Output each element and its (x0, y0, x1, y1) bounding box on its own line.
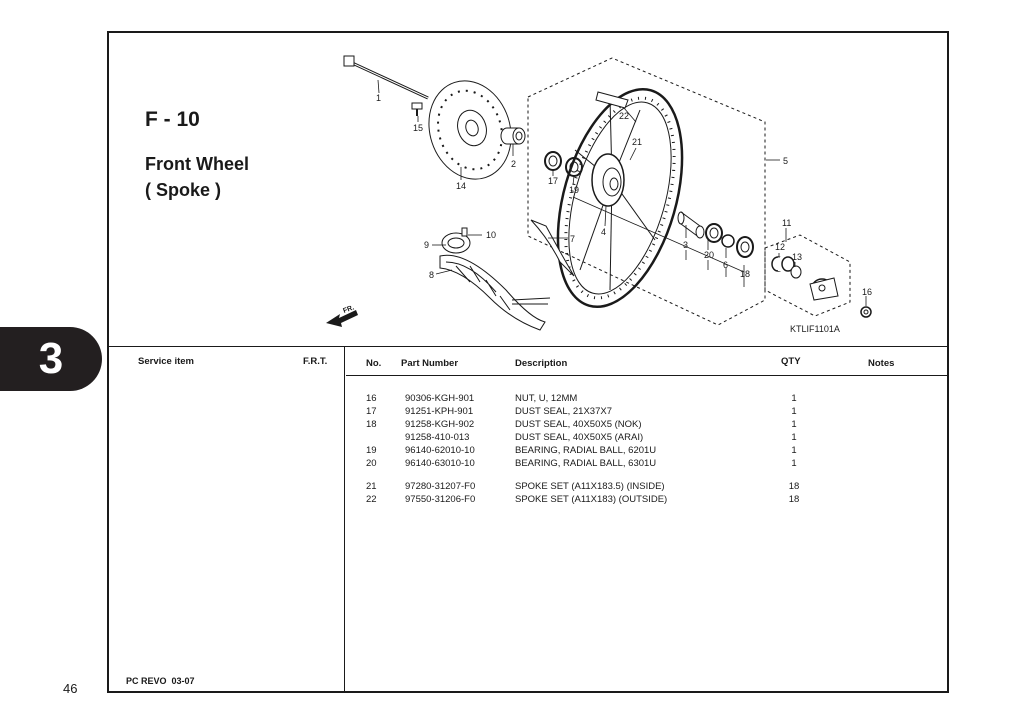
gearbox-shapes (771, 256, 839, 301)
callout-15: 15 (413, 123, 423, 133)
row-part-number: 91258-KGH-902 (405, 419, 475, 430)
callout-13: 13 (792, 252, 802, 262)
footer-model: PC REVO 03-07 (126, 676, 195, 686)
model-code: 03-07 (171, 676, 195, 686)
callout-11: 11 (782, 218, 791, 228)
gearbox-boundary (764, 234, 851, 317)
row-description: DUST SEAL, 40X50X5 (ARAI) (515, 432, 644, 443)
callout-10: 10 (486, 230, 496, 240)
row-part-number: 96140-62010-10 (405, 445, 475, 456)
callout-22: 22 (619, 111, 629, 121)
hub-shape (574, 91, 656, 291)
callout-17: 17 (548, 176, 558, 186)
row-no: 20 (366, 458, 377, 469)
row-part-number: 97280-31207-F0 (405, 481, 476, 492)
brake-disc-shape (428, 80, 512, 180)
row-description: NUT, U, 12MM (515, 393, 578, 404)
row-part-number: 91258-410-013 (405, 432, 470, 443)
diagram-table-divider (108, 346, 948, 347)
callout-21: 21 (632, 137, 642, 147)
figure-title: Front Wheel (145, 154, 249, 174)
header-frt: F.R.T. (303, 356, 328, 367)
model-name: PC REVO (126, 676, 167, 686)
tire-shape (439, 227, 551, 331)
figure-code: KTLIF1101A (790, 324, 840, 334)
row-description: DUST SEAL, 40X50X5 (NOK) (515, 419, 642, 430)
header-service-item: Service item (138, 356, 194, 367)
row-no: 18 (366, 419, 377, 430)
fr-label: FR. (342, 304, 355, 314)
row-qty: 1 (791, 432, 797, 443)
nut-shape (860, 306, 872, 318)
right-bearing-shapes (677, 211, 754, 258)
callout-18: 18 (740, 269, 750, 279)
row-qty: 1 (791, 393, 797, 404)
leader-lines (377, 79, 867, 306)
row-qty: 18 (788, 481, 800, 492)
page-number: 46 (63, 681, 78, 696)
callout-9: 9 (424, 240, 429, 250)
callout-16: 16 (862, 287, 872, 297)
page-frame (107, 31, 949, 693)
callout-19: 19 (569, 185, 579, 195)
header-part-number: Part Number (401, 358, 459, 369)
header-description: Description (515, 358, 568, 369)
row-no: 19 (366, 445, 377, 456)
row-part-number: 96140-63010-10 (405, 458, 475, 469)
row-description: BEARING, RADIAL BALL, 6301U (515, 458, 657, 469)
callout-6: 6 (723, 260, 728, 270)
figure-subtitle: ( Spoke ) (145, 180, 222, 200)
row-no: 21 (366, 481, 377, 492)
callout-7: 7 (570, 234, 575, 244)
row-description: SPOKE SET (A11X183) (OUTSIDE) (515, 494, 668, 505)
front-direction-arrow: FR. (326, 304, 358, 327)
row-description: BEARING, RADIAL BALL, 6201U (515, 445, 657, 456)
rim-band-shape (530, 219, 575, 277)
collar-shape (500, 127, 526, 145)
callout-1: 1 (376, 93, 381, 103)
row-no: 22 (366, 494, 377, 505)
row-description: DUST SEAL, 21X37X7 (515, 406, 612, 417)
header-notes: Notes (868, 358, 895, 369)
callout-2: 2 (511, 159, 516, 169)
table-header-rule (346, 375, 948, 376)
figure-id: F - 10 (145, 108, 200, 131)
callout-12: 12 (775, 242, 785, 252)
callout-14: 14 (456, 181, 466, 191)
callout-3: 3 (683, 240, 688, 250)
callout-20: 20 (704, 250, 714, 260)
row-no: 17 (366, 406, 377, 417)
callout-5: 5 (783, 156, 788, 166)
row-description: SPOKE SET (A11X183.5) (INSIDE) (515, 481, 665, 492)
header-qty: QTY (781, 356, 801, 367)
row-qty: 1 (791, 445, 797, 456)
row-qty: 1 (791, 406, 797, 417)
callout-8: 8 (429, 270, 434, 280)
service-column-divider (344, 347, 345, 692)
row-part-number: 90306-KGH-901 (405, 393, 475, 404)
row-qty: 1 (791, 458, 797, 469)
row-qty: 18 (788, 494, 800, 505)
rim-shape (556, 87, 684, 309)
section-number: 3 (38, 334, 64, 383)
header-no: No. (366, 358, 382, 369)
section-tab: 3 (0, 327, 102, 391)
row-part-number: 91251-KPH-901 (405, 406, 474, 417)
callout-4: 4 (601, 227, 606, 237)
axle-shape (343, 55, 429, 100)
row-no: 16 (366, 393, 377, 404)
wheel-assembly-boundary (527, 57, 766, 326)
row-part-number: 97550-31206-F0 (405, 494, 476, 505)
bolt-shape (411, 102, 423, 116)
row-qty: 1 (791, 419, 797, 430)
